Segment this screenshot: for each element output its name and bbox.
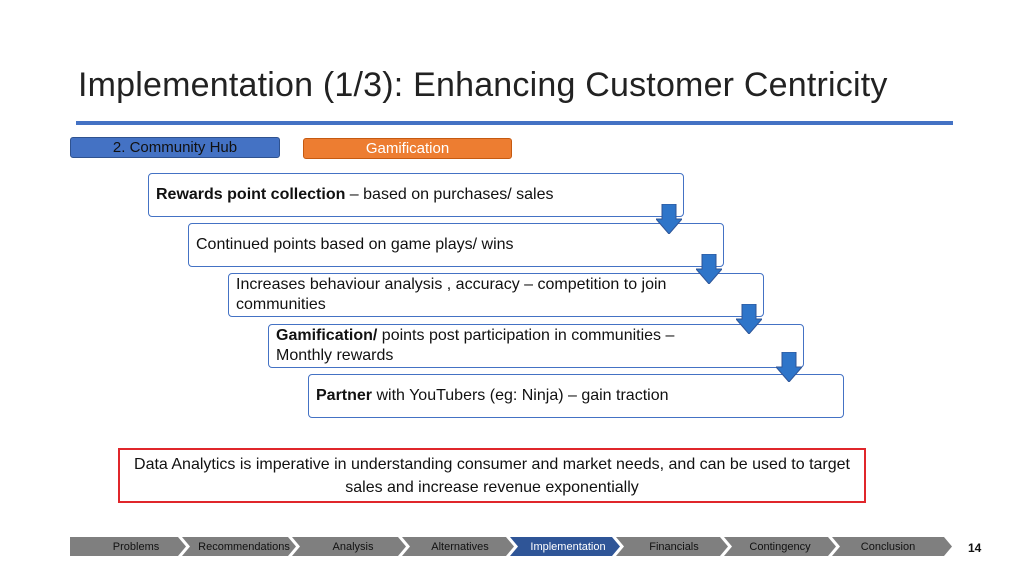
step-box-3: Increases behaviour analysis , accuracy … bbox=[228, 273, 764, 317]
step-box-2: Continued points based on game plays/ wi… bbox=[188, 223, 724, 267]
nav-item-conclusion[interactable]: Conclusion bbox=[860, 540, 916, 553]
down-arrow-icon bbox=[696, 254, 722, 284]
nav-chevron-analysis bbox=[292, 537, 406, 556]
down-arrow-icon bbox=[736, 304, 762, 334]
nav-item-problems[interactable]: Problems bbox=[112, 540, 160, 553]
step-5-text: with YouTubers (eg: Ninja) – gain tracti… bbox=[372, 387, 669, 404]
step-3-text: Increases behaviour analysis , accuracy … bbox=[236, 276, 667, 313]
nav-item-financials[interactable]: Financials bbox=[649, 540, 699, 553]
nav-item-recommendations[interactable]: Recommendations bbox=[198, 540, 290, 553]
nav-chevron-conclusion bbox=[832, 537, 952, 556]
step-4-bold: Gamification/ bbox=[276, 327, 378, 344]
step-4-text: points post participation in communities… bbox=[276, 327, 675, 364]
section-nav-bar: Problems Recommendations Analysis Altern… bbox=[70, 537, 954, 556]
nav-chevron-implementation bbox=[510, 537, 620, 556]
down-arrow-icon bbox=[776, 352, 802, 382]
nav-item-contingency[interactable]: Contingency bbox=[749, 540, 811, 553]
step-box-4: Gamification/ points post participation … bbox=[268, 324, 804, 368]
step-2-text: Continued points based on game plays/ wi… bbox=[196, 236, 514, 253]
step-1-bold: Rewards point collection bbox=[156, 186, 346, 203]
title-divider bbox=[76, 121, 953, 125]
down-arrow-icon bbox=[656, 204, 682, 234]
step-box-1: Rewards point collection – based on purc… bbox=[148, 173, 684, 217]
nav-chevron-financials bbox=[616, 537, 728, 556]
step-1-text: – based on purchases/ sales bbox=[345, 186, 554, 203]
data-analytics-callout: Data Analytics is imperative in understa… bbox=[118, 448, 866, 503]
slide-title: Implementation (1/3): Enhancing Customer… bbox=[78, 66, 888, 104]
community-hub-tag: 2. Community Hub bbox=[70, 137, 280, 158]
nav-chevron-recommendations bbox=[182, 537, 296, 556]
nav-chevrons bbox=[70, 537, 952, 556]
nav-chevron-problems bbox=[70, 537, 186, 556]
nav-item-analysis[interactable]: Analysis bbox=[332, 540, 374, 553]
nav-chevron-contingency bbox=[724, 537, 836, 556]
nav-chevron-alternatives bbox=[402, 537, 514, 556]
step-box-5: Partner with YouTubers (eg: Ninja) – gai… bbox=[308, 374, 844, 418]
nav-item-alternatives[interactable]: Alternatives bbox=[431, 540, 489, 553]
gamification-tag: Gamification bbox=[303, 138, 512, 159]
step-5-bold: Partner bbox=[316, 387, 373, 404]
nav-item-implementation[interactable]: Implementation bbox=[530, 540, 606, 553]
page-number: 14 bbox=[968, 541, 982, 555]
